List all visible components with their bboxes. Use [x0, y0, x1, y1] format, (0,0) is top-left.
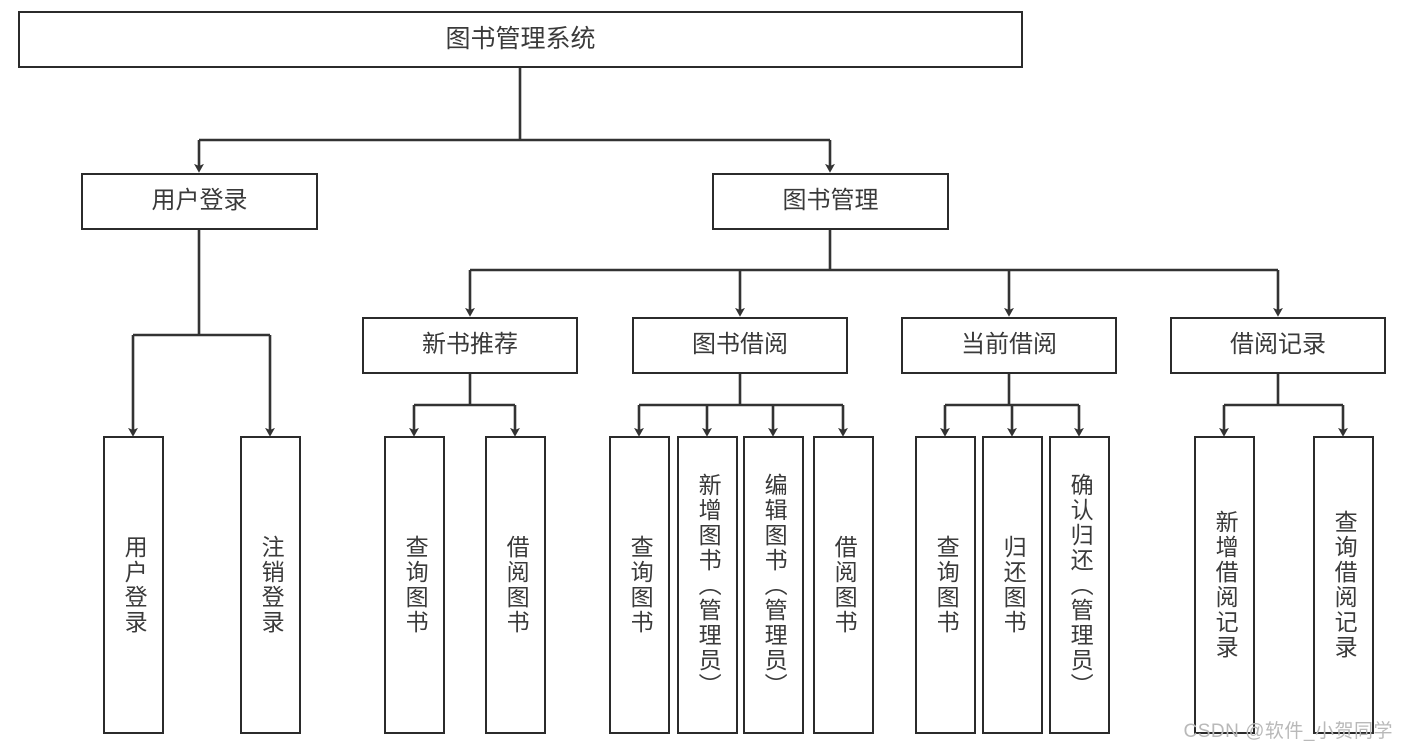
node-leaf-return-book[interactable]: 归还图书: [982, 436, 1043, 734]
node-new-book-recommend[interactable]: 新书推荐: [362, 317, 578, 374]
node-leaf-query-book-3[interactable]: 查询图书: [915, 436, 976, 734]
node-leaf-query-book-2-label: 查询图书: [627, 535, 654, 635]
node-leaf-user-logout-label: 注销登录: [258, 535, 285, 635]
node-leaf-user-login-label: 用户登录: [121, 535, 148, 635]
node-book-manage-label: 图书管理: [782, 187, 879, 215]
node-leaf-borrow-book-2-label: 借阅图书: [831, 535, 858, 635]
node-leaf-borrow-book-1[interactable]: 借阅图书: [485, 436, 546, 734]
node-leaf-query-book-3-label: 查询图书: [933, 535, 960, 635]
node-book-borrow[interactable]: 图书借阅: [632, 317, 848, 374]
node-root[interactable]: 图书管理系统: [18, 11, 1023, 68]
node-borrow-record[interactable]: 借阅记录: [1170, 317, 1386, 374]
node-leaf-add-book[interactable]: 新增图书（管理员）: [677, 436, 738, 734]
node-leaf-edit-book[interactable]: 编辑图书（管理员）: [743, 436, 804, 734]
node-leaf-query-book-1[interactable]: 查询图书: [384, 436, 445, 734]
node-user-login[interactable]: 用户登录: [81, 173, 318, 230]
node-borrow-record-label: 借阅记录: [1230, 331, 1326, 359]
node-leaf-return-book-label: 归还图书: [1000, 535, 1027, 635]
node-book-manage[interactable]: 图书管理: [712, 173, 949, 230]
node-leaf-borrow-book-1-label: 借阅图书: [503, 535, 530, 635]
node-leaf-confirm-return-label: 确认归还（管理员）: [1067, 472, 1094, 698]
node-leaf-edit-book-label: 编辑图书（管理员）: [761, 472, 788, 698]
node-leaf-add-book-label: 新增图书（管理员）: [695, 472, 722, 698]
node-new-book-recommend-label: 新书推荐: [422, 331, 518, 359]
node-root-label: 图书管理系统: [445, 24, 596, 53]
node-leaf-user-login[interactable]: 用户登录: [103, 436, 164, 734]
node-book-borrow-label: 图书借阅: [692, 331, 788, 359]
node-leaf-confirm-return[interactable]: 确认归还（管理员）: [1049, 436, 1110, 734]
node-leaf-query-record[interactable]: 查询借阅记录: [1313, 436, 1374, 734]
node-leaf-query-book-2[interactable]: 查询图书: [609, 436, 670, 734]
node-leaf-add-record[interactable]: 新增借阅记录: [1194, 436, 1255, 734]
node-current-borrow[interactable]: 当前借阅: [901, 317, 1117, 374]
node-leaf-query-record-label: 查询借阅记录: [1331, 510, 1358, 660]
node-leaf-borrow-book-2[interactable]: 借阅图书: [813, 436, 874, 734]
node-current-borrow-label: 当前借阅: [961, 331, 1057, 359]
node-user-login-label: 用户登录: [151, 187, 248, 215]
watermark-text: CSDN @软件_小贺同学: [1183, 721, 1393, 742]
node-leaf-add-record-label: 新增借阅记录: [1212, 510, 1239, 660]
node-leaf-query-book-1-label: 查询图书: [402, 535, 429, 635]
node-leaf-user-logout[interactable]: 注销登录: [240, 436, 301, 734]
